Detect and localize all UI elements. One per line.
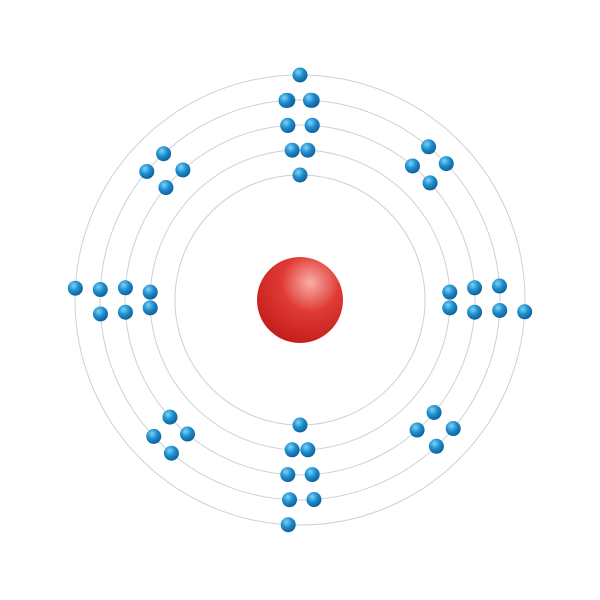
electron-icon xyxy=(426,404,442,420)
electron-icon xyxy=(282,492,298,508)
electron-icon xyxy=(158,180,174,196)
electron-icon xyxy=(292,417,308,433)
electron-icon xyxy=(422,175,438,191)
electron-icon xyxy=(117,304,133,320)
electron-icon xyxy=(517,304,533,320)
electron-icon xyxy=(304,467,320,483)
electron-icon xyxy=(292,167,308,183)
electron-icon xyxy=(278,92,294,108)
electron-icon xyxy=(67,280,83,296)
electron-icon xyxy=(180,426,196,442)
electron-icon xyxy=(442,300,458,316)
electrons xyxy=(67,67,533,533)
electron-icon xyxy=(409,422,425,438)
electron-icon xyxy=(442,284,458,300)
electron-icon xyxy=(142,284,158,300)
electron-icon xyxy=(175,162,191,178)
orbit-shell-4 xyxy=(99,99,501,501)
electron-icon xyxy=(142,300,158,316)
electron-icon xyxy=(146,428,162,444)
electron-icon xyxy=(156,146,172,162)
electron-icon xyxy=(139,163,155,179)
electron-icon xyxy=(292,67,308,83)
electron-icon xyxy=(92,306,108,322)
electron-icon xyxy=(280,117,296,133)
electron-icon xyxy=(163,445,179,461)
electron-icon xyxy=(438,156,454,172)
electron-icon xyxy=(492,278,508,294)
electron-icon xyxy=(280,467,296,483)
electron-icon xyxy=(467,280,483,296)
electron-icon xyxy=(92,282,108,298)
electron-icon xyxy=(306,492,322,508)
electron-icon xyxy=(280,517,296,533)
electron-icon xyxy=(467,304,483,320)
electron-icon xyxy=(300,442,316,458)
electron-icon xyxy=(404,158,420,174)
electron-icon xyxy=(284,442,300,458)
electron-icon xyxy=(162,409,178,425)
electron-icon xyxy=(428,438,444,454)
electron-icon xyxy=(445,421,461,437)
orbit-shell-3 xyxy=(124,124,476,476)
electron-icon xyxy=(117,280,133,296)
electron-icon xyxy=(421,139,437,155)
electron-icon xyxy=(300,142,316,158)
electron-icon xyxy=(302,92,318,108)
electron-icon xyxy=(284,142,300,158)
nucleus-icon xyxy=(257,257,343,343)
orbit-shell-2 xyxy=(149,149,451,451)
electron-icon xyxy=(304,117,320,133)
electron-icon xyxy=(492,302,508,318)
